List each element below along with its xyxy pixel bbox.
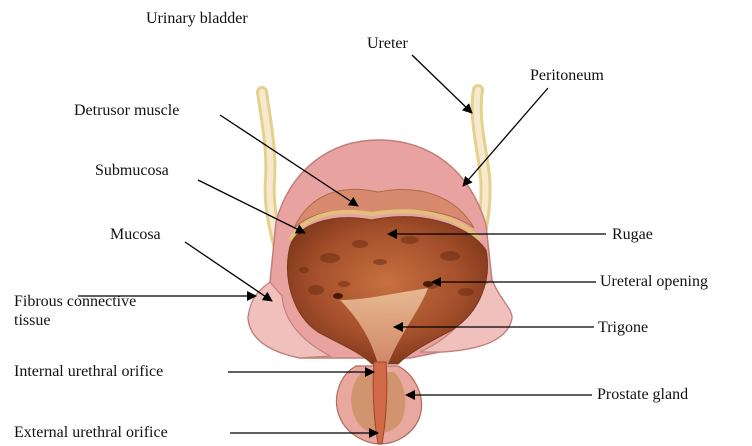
label-trigone: Trigone xyxy=(598,318,648,337)
leader-ureter xyxy=(412,55,472,113)
label-external-urethral-orifice: External urethral orifice xyxy=(14,423,168,442)
label-peritoneum: Peritoneum xyxy=(530,66,604,85)
label-detrusor-muscle: Detrusor muscle xyxy=(74,101,179,120)
label-prostate-gland: Prostate gland xyxy=(597,385,688,404)
label-mucosa: Mucosa xyxy=(110,225,161,244)
label-fibrous-connective-tissue: Fibrous connective tissue xyxy=(14,292,136,330)
leader-mucosa xyxy=(185,242,272,301)
label-rugae: Rugae xyxy=(612,225,653,244)
label-ureter: Ureter xyxy=(367,34,408,53)
label-ureteral-opening: Ureteral opening xyxy=(600,272,708,291)
label-submucosa: Submucosa xyxy=(95,161,169,180)
label-internal-urethral-orifice: Internal urethral orifice xyxy=(14,362,163,381)
ureteral-opening-left xyxy=(333,293,343,299)
diagram-title: Urinary bladder xyxy=(146,9,248,28)
ureteral-opening-right xyxy=(423,281,433,287)
